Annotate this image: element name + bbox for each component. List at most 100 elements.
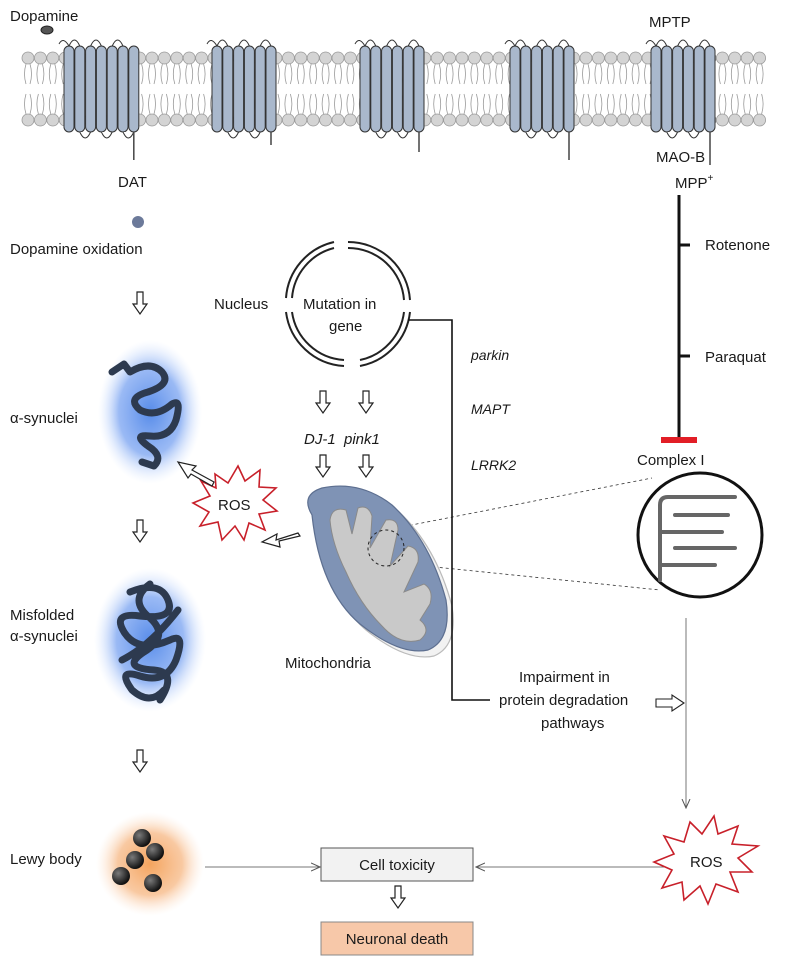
lewy-body-aggregates-icon bbox=[112, 829, 164, 892]
transmembrane-helix bbox=[552, 45, 564, 133]
lipid-head-bottom bbox=[306, 113, 320, 127]
transmembrane-helix bbox=[243, 45, 255, 133]
lipid-tail bbox=[160, 63, 169, 115]
lipid-head-top bbox=[195, 51, 209, 65]
oxidized-dopamine-dot-icon bbox=[132, 216, 144, 228]
transmembrane-helix bbox=[541, 45, 553, 133]
lipid-tail bbox=[346, 63, 355, 115]
extracellular-loop bbox=[216, 39, 229, 47]
arrow-down-2-icon bbox=[132, 519, 148, 543]
lipid-tail bbox=[730, 63, 739, 115]
lipid-head-bottom bbox=[170, 113, 184, 127]
lipid-tail bbox=[582, 63, 590, 115]
transmembrane-helix bbox=[222, 45, 234, 133]
transmembrane-helix bbox=[359, 45, 371, 133]
transmembrane-helix bbox=[117, 45, 129, 133]
transporter-proteins bbox=[58, 39, 716, 165]
lipid-tail bbox=[458, 63, 466, 115]
transmembrane-helix bbox=[370, 45, 382, 133]
lipid-head-bottom bbox=[145, 113, 159, 127]
arrow-mito-to-ros-icon bbox=[260, 532, 301, 548]
lipid-head-bottom bbox=[281, 113, 295, 127]
transmembrane-helix bbox=[402, 45, 414, 133]
mitochondria-label: Mitochondria bbox=[285, 655, 372, 672]
lipid-head-top bbox=[182, 51, 196, 65]
lipid-head-top bbox=[306, 51, 320, 65]
transmembrane-helix bbox=[63, 45, 75, 133]
impairment-line3: pathways bbox=[541, 715, 604, 732]
intracellular-loop bbox=[375, 131, 388, 139]
transmembrane-helix bbox=[413, 45, 425, 133]
intracellular-loop bbox=[248, 131, 261, 139]
lipid-head-top bbox=[343, 51, 357, 65]
synuclein-label: α-synuclei bbox=[10, 410, 78, 427]
extracellular-loop bbox=[514, 39, 527, 47]
cell-toxicity-label: Cell toxicity bbox=[359, 857, 435, 874]
lipid-head-bottom bbox=[182, 113, 196, 127]
lipid-tail bbox=[631, 63, 640, 115]
lipid-tail bbox=[148, 63, 156, 115]
cell-toxicity-box bbox=[320, 847, 474, 882]
arrow-ros-to-synuclein-icon bbox=[176, 461, 215, 487]
transmembrane-helix bbox=[391, 45, 403, 133]
lipid-head-bottom bbox=[604, 113, 618, 127]
extracellular-loop bbox=[90, 39, 102, 47]
paraquat-label: Paraquat bbox=[705, 349, 767, 366]
dj1-label: DJ-1 bbox=[304, 431, 336, 448]
n-terminus bbox=[354, 40, 366, 47]
lipid-tail bbox=[284, 63, 293, 115]
lipid-head-bottom bbox=[319, 113, 333, 127]
gene-lrrk2: LRRK2 bbox=[471, 457, 516, 473]
lipid-head-top bbox=[579, 51, 593, 65]
mutation-label-line2: gene bbox=[329, 318, 362, 335]
lipid-head-top bbox=[592, 51, 605, 65]
lipid-head-bottom bbox=[157, 113, 171, 127]
lipid-tail bbox=[495, 63, 504, 115]
ros-burst-right-icon bbox=[651, 813, 761, 907]
lipid-head-top bbox=[21, 51, 35, 65]
nucleus-envelope-icon bbox=[285, 240, 411, 367]
lipid-tail bbox=[433, 63, 442, 115]
lipid-head-top bbox=[145, 51, 159, 65]
transmembrane-helix bbox=[682, 45, 694, 133]
transmembrane-helix bbox=[563, 45, 575, 133]
lipid-head-bottom bbox=[34, 113, 47, 127]
lipid-head-top bbox=[716, 51, 729, 65]
nucleus-label: Nucleus bbox=[214, 296, 268, 313]
lipid-tail bbox=[48, 63, 57, 115]
extracellular-loop bbox=[698, 39, 711, 47]
lipid-head-bottom bbox=[716, 113, 729, 127]
extracellular-loop bbox=[259, 39, 272, 47]
lipid-head-bottom bbox=[753, 113, 766, 127]
zoom-guide-bottom bbox=[385, 561, 661, 591]
lipid-head-top bbox=[616, 51, 630, 65]
lipid-tail bbox=[743, 63, 752, 115]
transmembrane-helix bbox=[211, 45, 223, 133]
n-terminus bbox=[58, 40, 70, 47]
lipid-tail bbox=[172, 63, 181, 115]
transmembrane-helix bbox=[650, 45, 662, 133]
lipid-head-bottom bbox=[343, 113, 357, 127]
cristae-zoom-path bbox=[658, 495, 737, 582]
lipid-head-bottom bbox=[331, 113, 345, 127]
ros-burst-left-icon bbox=[191, 464, 279, 542]
mpp-label: MPP+ bbox=[675, 173, 714, 192]
zoom-guide-top bbox=[385, 477, 653, 531]
lipid-head-bottom bbox=[195, 113, 209, 127]
lipid-tail bbox=[296, 63, 305, 115]
complex-inhibition-bar bbox=[661, 437, 697, 443]
intracellular-loop bbox=[546, 131, 559, 139]
lewy-body-glow bbox=[96, 812, 204, 916]
lipid-head-bottom bbox=[455, 113, 469, 127]
dopamine-molecule-icon bbox=[40, 25, 54, 35]
lipid-head-bottom bbox=[629, 113, 642, 127]
transmembrane-helix bbox=[509, 45, 521, 133]
lipid-tail bbox=[606, 63, 615, 115]
transmembrane-helix bbox=[74, 45, 86, 133]
extracellular-loop bbox=[111, 39, 124, 47]
extracellular-loop bbox=[655, 39, 668, 47]
gene-pathway-connector bbox=[408, 319, 490, 701]
lipid-tail bbox=[24, 63, 32, 115]
intracellular-loop bbox=[79, 131, 92, 139]
arrow-down-1-icon bbox=[132, 291, 148, 315]
